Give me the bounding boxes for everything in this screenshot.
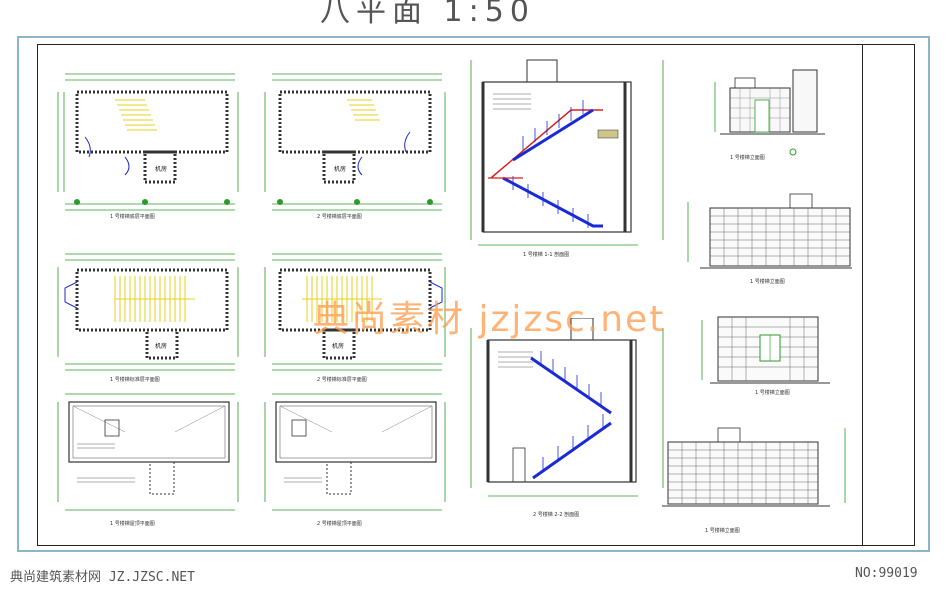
watermark: 典尚素材 jzjzsc.net bbox=[313, 299, 666, 340]
caption-plan-1: 1 号楼梯底层平面图 bbox=[110, 214, 155, 220]
section-view-1: 1 号楼梯 1-1 剖面图 bbox=[463, 50, 673, 265]
caption-elevation-3: 1 号楼梯立面图 bbox=[755, 390, 790, 396]
plan-view-5: 1 号楼梯屋顶平面图 bbox=[55, 392, 245, 527]
plan-view-4: 机房 2 号楼梯标准层平面图 bbox=[262, 252, 452, 383]
room-label-4: 机房 bbox=[332, 342, 344, 350]
room-label-3: 机房 bbox=[155, 342, 167, 350]
elevation-view-3: 1 号楼梯立面图 bbox=[690, 305, 850, 400]
section-view-2: 2 号楼梯 2-2 剖面图 bbox=[463, 318, 673, 528]
caption-plan-6: 2 号楼梯屋顶平面图 bbox=[317, 521, 362, 527]
outer-border bbox=[17, 36, 930, 552]
plan-view-3: 机房 1 号楼梯标准层平面图 bbox=[55, 252, 245, 383]
footer-number: NO:99019 bbox=[855, 566, 918, 581]
title-block-divider bbox=[862, 44, 863, 546]
plan-view-2: 机房 2 号楼梯底层平面图 bbox=[262, 72, 452, 220]
room-label-2: 机房 bbox=[334, 165, 346, 173]
elevation-view-2: 1 号楼梯立面图 bbox=[680, 182, 855, 287]
caption-plan-2: 2 号楼梯底层平面图 bbox=[317, 214, 362, 220]
caption-section-1: 1 号楼梯 1-1 剖面图 bbox=[523, 252, 570, 258]
caption-plan-5: 1 号楼梯屋顶平面图 bbox=[110, 521, 155, 527]
drawing-frame bbox=[37, 44, 915, 546]
caption-plan-4: 2 号楼梯标准层平面图 bbox=[317, 377, 367, 383]
footer-site-label: 典尚建筑素材网 JZ.JZSC.NET bbox=[10, 570, 195, 585]
plan-view-6: 2 号楼梯屋顶平面图 bbox=[262, 392, 452, 527]
elevation-view-4: 1 号楼梯立面图 bbox=[660, 418, 855, 538]
caption-elevation-4: 1 号楼梯立面图 bbox=[705, 528, 740, 534]
room-label-1: 机房 bbox=[155, 165, 167, 173]
caption-section-2: 2 号楼梯 2-2 剖面图 bbox=[533, 512, 580, 518]
caption-elevation-1: 1 号楼梯立面图 bbox=[730, 155, 765, 161]
elevation-view-1: 1 号楼梯立面图 bbox=[695, 62, 845, 167]
sheet-title: 八平面 1:50 bbox=[320, 0, 535, 29]
caption-plan-3: 1 号楼梯标准层平面图 bbox=[110, 377, 160, 383]
caption-elevation-2: 1 号楼梯立面图 bbox=[750, 279, 785, 285]
plan-view-1: 机房 1 号楼梯底层平面图 bbox=[55, 72, 245, 220]
